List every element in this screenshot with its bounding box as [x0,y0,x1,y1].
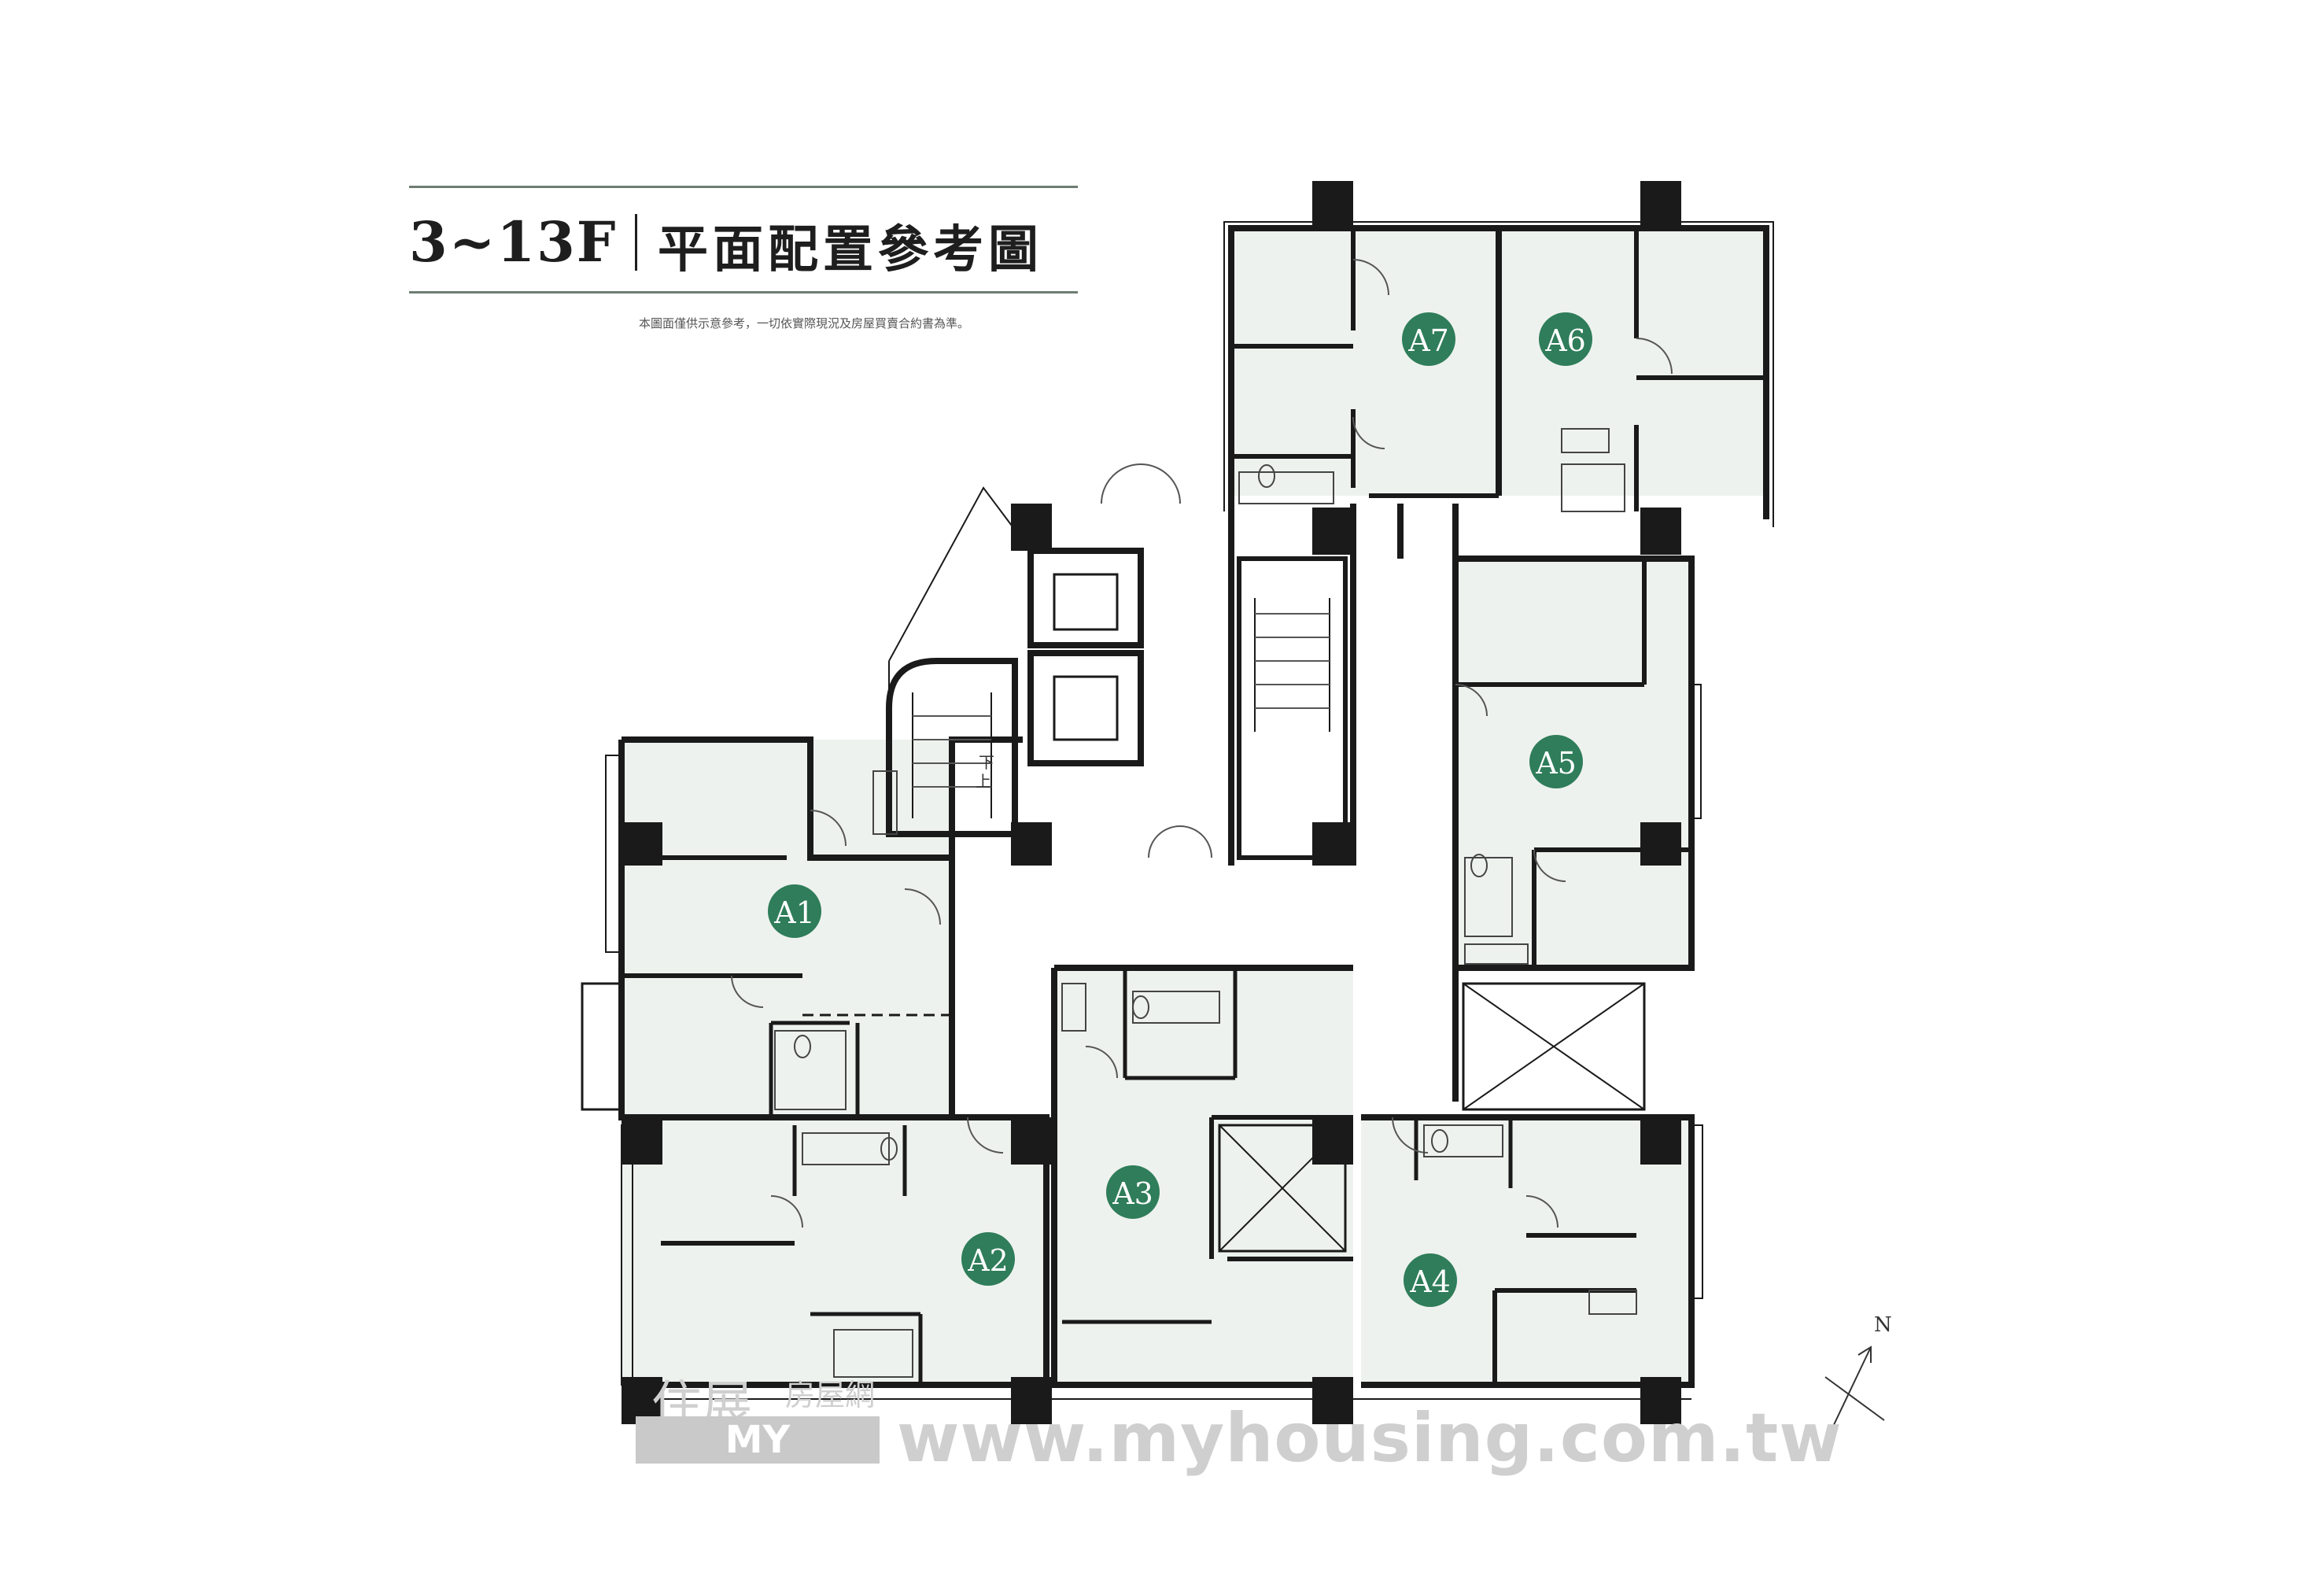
unit-label-a2: A2 [967,1243,1009,1278]
stair-up-label: 上 [976,772,991,791]
unit-label-a4: A4 [1409,1264,1451,1299]
unit-label-a7: A7 [1407,323,1449,358]
watermark-logo: 住展 房屋網 MY HOUSING [636,1371,880,1509]
compass-crossbar [1824,1376,1885,1421]
unit-label-a5: A5 [1535,746,1577,781]
plan-title: 平面配置參考圖 [658,220,1043,279]
unit-badge-a4: A4 [1404,1253,1457,1307]
structural-columns [622,181,1681,1424]
compass-north-label: N [1874,1313,1892,1337]
stair-down-label: 下 [979,753,994,772]
unit-badge-a3: A3 [1106,1165,1160,1219]
unit-badge-a2: A2 [961,1232,1015,1286]
floor-range: 3~13F [409,209,618,275]
watermark-url: www.myhousing.com.tw [897,1399,1843,1478]
stair-treads [913,613,1330,788]
floor-a6 [1499,228,1766,496]
bathroom-fixtures [774,428,1637,1378]
watermark-cn: 房屋網 [785,1378,876,1412]
unit-badge-a7: A7 [1402,312,1455,366]
north-compass: N [1823,1313,1892,1447]
unit-badge-a5: A5 [1529,735,1583,788]
unit-floors [622,228,1766,1385]
title-separator [635,214,637,271]
unit-label-a3: A3 [1112,1176,1153,1211]
walls [581,221,1774,1400]
title-block: 3~13F 平面配置參考圖 [409,186,1078,296]
unit-label-a1: A1 [773,895,815,930]
unit-label-a6: A6 [1544,323,1586,358]
door-swings [731,259,1673,1228]
unit-badge-a1: A1 [768,884,821,938]
title-top-rule [409,186,1078,188]
disclaimer-note: 本圖面僅供示意參考，一切依實際現況及房屋買賣合約書為準。 [639,316,970,330]
unit-badge-a6: A6 [1539,312,1592,366]
title-bottom-rule [409,291,1078,293]
floor-a3 [1054,968,1353,1385]
compass-needle [1823,1346,1872,1447]
compass-arrowhead [1857,1346,1872,1363]
floor-a7 [1231,228,1499,496]
watermark-brand: MY HOUSING [636,1416,880,1509]
